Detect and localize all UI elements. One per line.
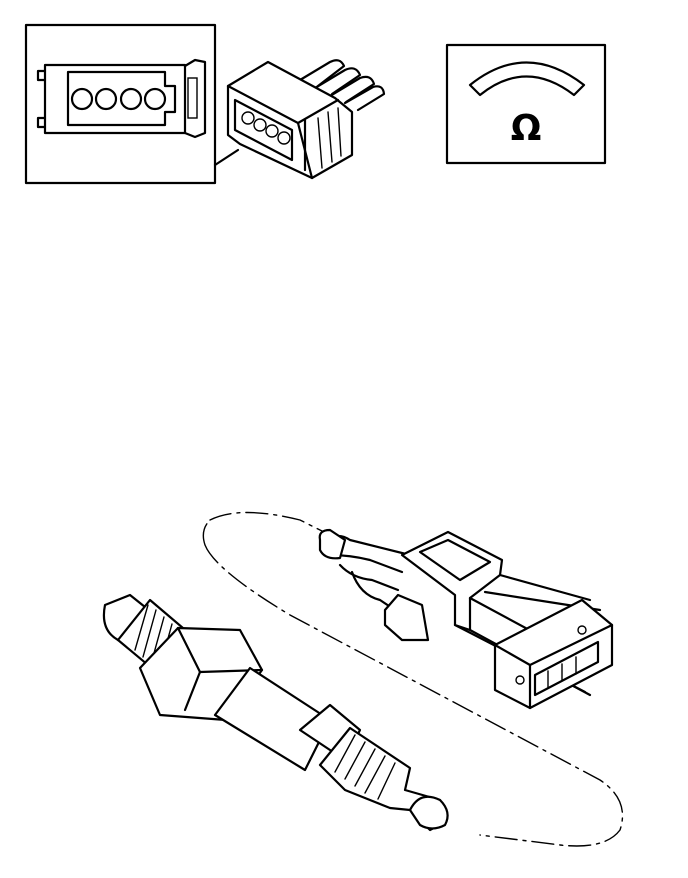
sensor-connector-icon [318, 528, 614, 710]
connector-pins [70, 87, 167, 111]
oxygen-sensor-icon [102, 593, 449, 832]
connector-plug-icon [226, 59, 386, 180]
connector-face-detail-icon [24, 23, 240, 185]
ohmmeter-icon: Ω [445, 43, 607, 165]
ohm-symbol: Ω [511, 108, 542, 149]
wiring-loop-outline [202, 511, 624, 847]
